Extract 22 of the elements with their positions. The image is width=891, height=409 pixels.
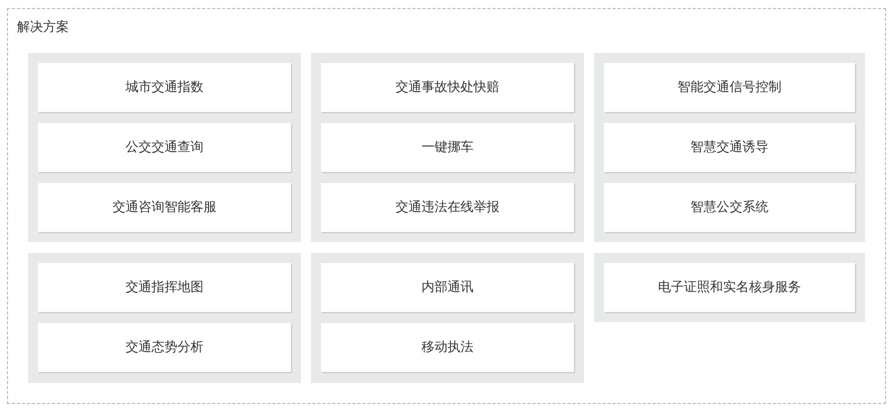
feature-card: 城市交通指数 bbox=[38, 63, 291, 112]
feature-card: 交通指挥地图 bbox=[38, 263, 291, 312]
dashed-container bbox=[7, 8, 886, 404]
feature-card: 内部通讯 bbox=[321, 263, 574, 312]
panel bbox=[594, 53, 865, 242]
feature-card: 交通违法在线举报 bbox=[321, 183, 574, 232]
feature-card: 公交交通查询 bbox=[38, 123, 291, 172]
feature-card: 交通态势分析 bbox=[38, 323, 291, 372]
panel bbox=[594, 253, 865, 322]
feature-card: 移动执法 bbox=[321, 323, 574, 372]
panel bbox=[28, 253, 301, 383]
feature-card: 电子证照和实名核身服务 bbox=[604, 263, 855, 312]
panel bbox=[28, 53, 301, 242]
group-title: 解决方案 bbox=[17, 19, 69, 36]
panel bbox=[311, 253, 584, 383]
feature-card: 智能交通信号控制 bbox=[604, 63, 855, 112]
panel bbox=[311, 53, 584, 242]
feature-card: 智慧交通诱导 bbox=[604, 123, 855, 172]
feature-card: 交通咨询智能客服 bbox=[38, 183, 291, 232]
feature-card: 智慧公交系统 bbox=[604, 183, 855, 232]
feature-card: 交通事故快处快赔 bbox=[321, 63, 574, 112]
feature-card: 一键挪车 bbox=[321, 123, 574, 172]
